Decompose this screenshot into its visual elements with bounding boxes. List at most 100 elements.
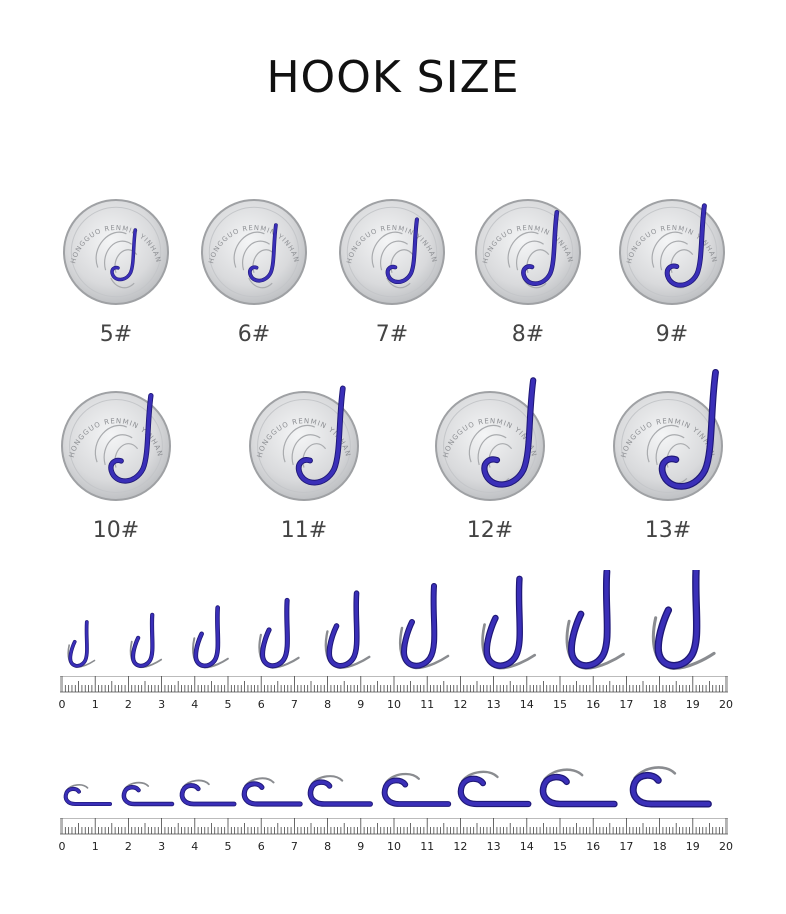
vertical-hooks: [67, 560, 716, 671]
hook-icon: [629, 766, 712, 808]
ruler-tick-label: 20: [719, 840, 733, 853]
ruler-tick-label: 2: [124, 698, 132, 711]
hook-icon: [108, 393, 154, 484]
ruler-tick-label: 14: [519, 698, 534, 711]
ruler-tick-label: 15: [553, 840, 567, 853]
ruler-tick-label: 5: [224, 698, 232, 711]
ruler-tick-label: 9: [357, 840, 365, 853]
hook-icon: [664, 203, 707, 288]
ruler-ticks: [60, 676, 728, 693]
hook-icon: [481, 575, 537, 670]
coin: [613, 391, 723, 501]
ruler-tick-label: 11: [420, 698, 435, 711]
ruler-tick-label: 11: [420, 840, 435, 853]
ruler-tick-label: 7: [290, 698, 298, 711]
coin-hook-13: ZHONGGUO RENMIN YINHANG: [571, 335, 762, 550]
hook-icon: [295, 385, 346, 486]
ruler-tick-label: 13: [486, 840, 501, 853]
ruler-tick-label: 5: [224, 840, 232, 853]
hook-icon: [381, 772, 452, 807]
ruler-tick-label: 8: [324, 698, 332, 711]
ruler-tick-label: 0: [58, 698, 66, 711]
ruler-tick-label: 15: [553, 698, 567, 711]
hook-icon: [307, 775, 373, 807]
hook-icon: [247, 223, 278, 283]
coin-hook-10: ZHONGGUO RENMIN YINHANG: [19, 335, 210, 550]
hook-size-label: 13#: [644, 518, 692, 543]
page-title: HOOK SIZE: [266, 52, 520, 103]
ruler-ticks: [60, 818, 728, 835]
ruler-tick-label: 7: [290, 840, 298, 853]
hook-size-label: 10#: [92, 518, 140, 543]
hook-icon: [179, 779, 237, 807]
hook-size-label: 8#: [511, 322, 545, 347]
ruler-tick-label: 18: [652, 840, 667, 853]
hook-size-label: 11#: [280, 518, 328, 543]
hook-icon: [241, 777, 303, 807]
ruler-tick-label: 19: [685, 698, 700, 711]
hook-icon: [457, 770, 532, 808]
vertical-hook-strip: [60, 560, 728, 676]
ruler-tick-label: 3: [158, 840, 166, 853]
hook-size-label: 9#: [655, 322, 689, 347]
ruler-tick-label: 8: [324, 840, 332, 853]
coin-hook-12: ZHONGGUO RENMIN YINHANG: [393, 335, 584, 550]
coin-hook-11: ZHONGGUO RENMIN YINHANG: [207, 335, 398, 550]
coin-hook-9: ZHONGGUO RENMIN YINHANG: [577, 144, 764, 354]
hook-icon: [658, 368, 719, 490]
ruler-tick-label: 18: [652, 698, 667, 711]
hook-icon: [565, 568, 625, 670]
coin: [435, 391, 545, 501]
ruler-tick-label: 9: [357, 698, 365, 711]
hook-icon: [385, 217, 420, 285]
ruler-tick-label: 6: [257, 698, 265, 711]
coin-hook-7: ZHONGGUO RENMIN YINHANG: [297, 144, 484, 354]
ruler-tick-label: 12: [453, 698, 468, 711]
ruler-tick-label: 0: [58, 840, 66, 853]
ruler-tick-label: 17: [619, 698, 634, 711]
hook-icon: [129, 612, 163, 669]
coin: [201, 199, 307, 305]
ruler-tick-label: 4: [191, 840, 199, 853]
hook-icon: [63, 784, 113, 807]
hook-icon: [539, 768, 618, 808]
ruler-tick-label: 16: [586, 698, 601, 711]
ruler-tick-label: 10: [387, 840, 401, 853]
ruler-tick-label: 12: [453, 840, 468, 853]
ruler-tick-label: 1: [91, 840, 99, 853]
ruler-tick-label: 19: [685, 840, 700, 853]
hook-icon: [258, 597, 300, 669]
hook-icon: [121, 781, 175, 807]
ruler-tick-label: 10: [387, 698, 401, 711]
ruler-tick-label: 17: [619, 840, 634, 853]
ruler-tick-label: 20: [719, 698, 733, 711]
hook-icon: [110, 228, 138, 282]
horizontal-hooks: [63, 766, 712, 808]
ruler-tick-label: 4: [191, 698, 199, 711]
hook-icon: [521, 209, 560, 286]
coin-hook-8: ZHONGGUO RENMIN YINHANG: [433, 144, 620, 354]
hook-size-label: 5#: [99, 322, 133, 347]
hook-size-label: 7#: [375, 322, 409, 347]
hook-size-label: 12#: [466, 518, 514, 543]
ruler-tick-label: 13: [486, 698, 501, 711]
ruler-tick-label: 3: [158, 698, 166, 711]
ruler-tick-label: 2: [124, 840, 132, 853]
coin: [63, 199, 169, 305]
hook-icon: [399, 583, 450, 670]
hook-icon: [651, 560, 716, 671]
coin-hook-5: ZHONGGUO RENMIN YINHANG: [21, 144, 208, 354]
ruler-tick-label: 6: [257, 840, 265, 853]
hook-icon: [192, 605, 229, 669]
ruler-tick-label: 16: [586, 840, 601, 853]
hook-icon: [324, 590, 371, 669]
hook-size-label: 6#: [237, 322, 271, 347]
ruler-tick-label: 1: [91, 698, 99, 711]
coin: [619, 199, 725, 305]
hook-icon: [481, 377, 537, 488]
hook-icon: [67, 620, 96, 668]
horizontal-hook-strip: [60, 758, 728, 818]
ruler-tick-label: 14: [519, 840, 534, 853]
